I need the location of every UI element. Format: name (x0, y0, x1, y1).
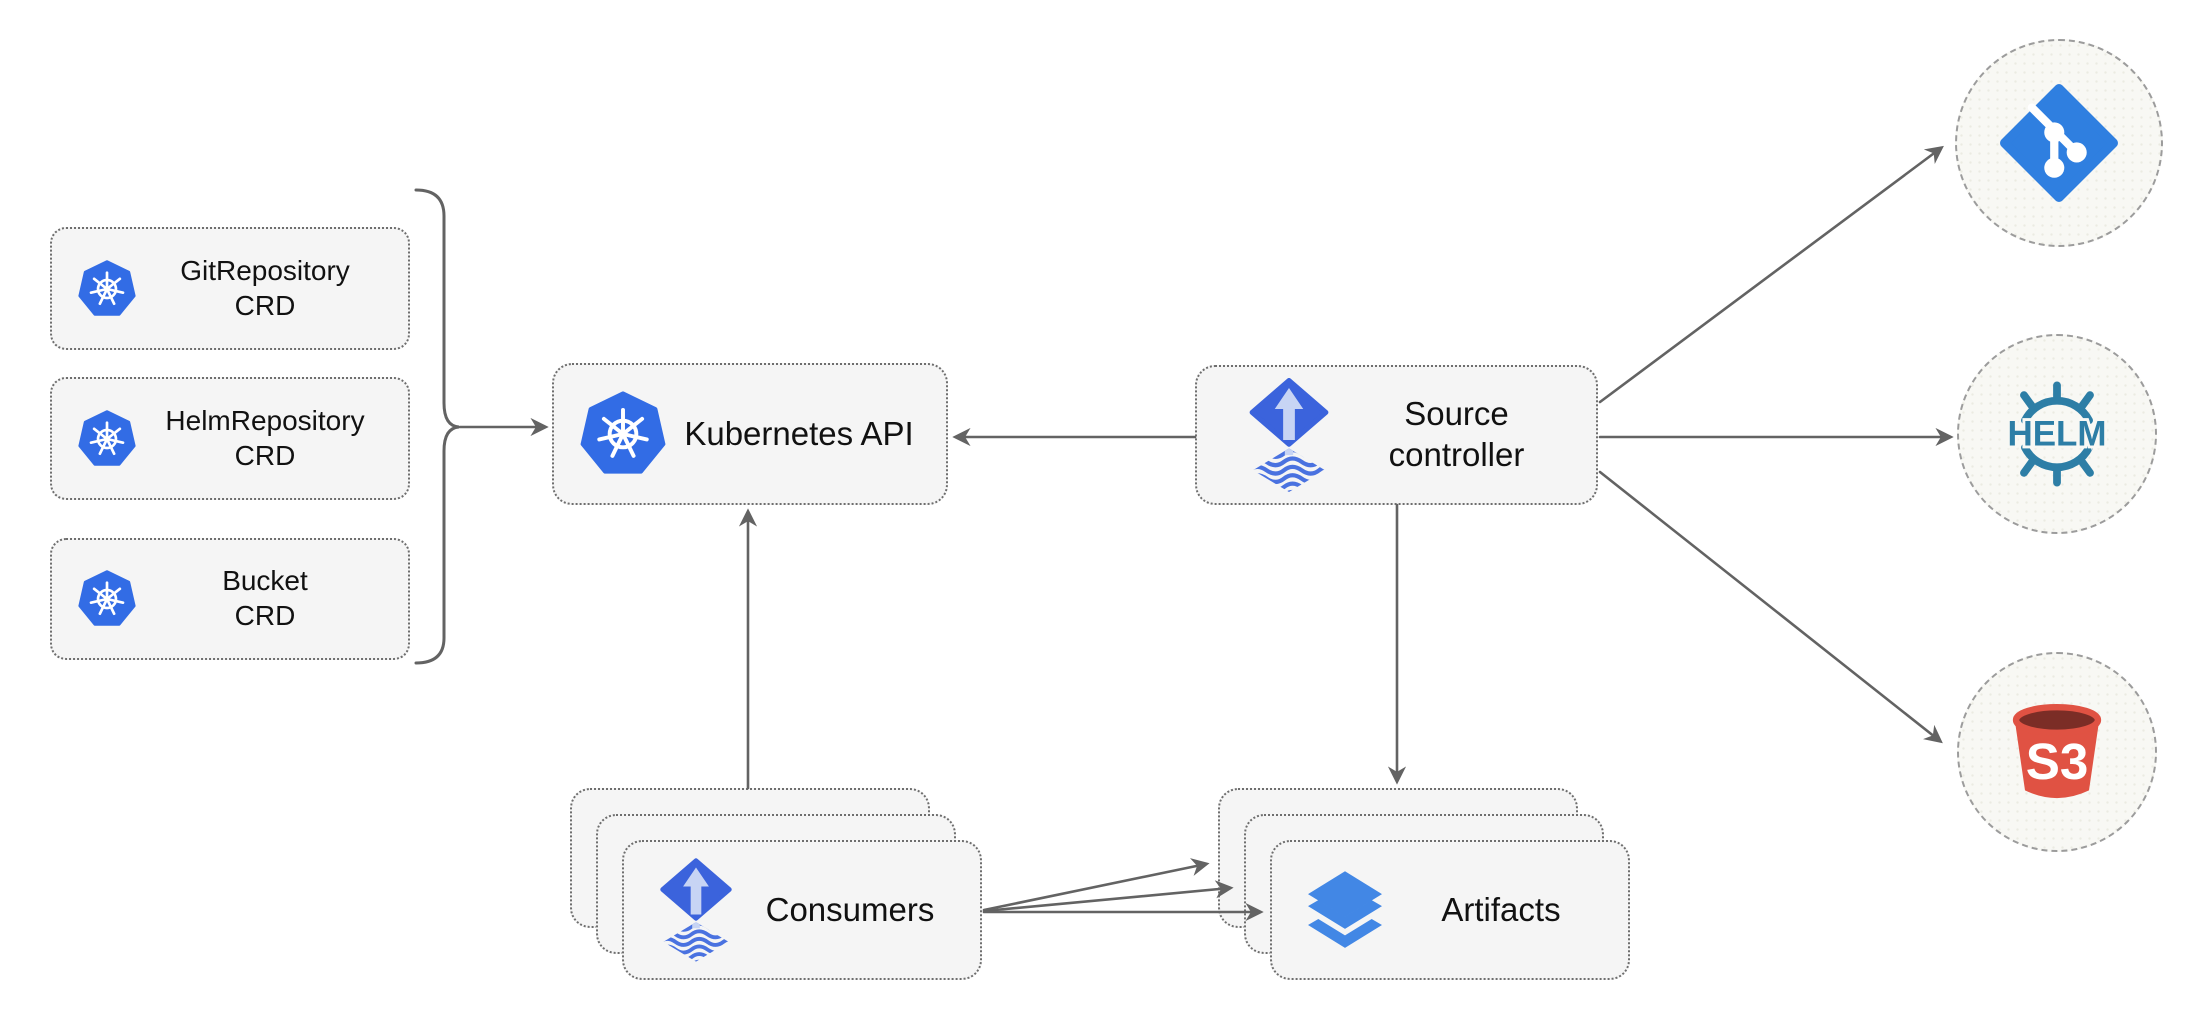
circle-s3-source: S3 (1957, 652, 2157, 852)
circle-helm-source: HELM (1957, 334, 2157, 534)
s3-bucket-icon: S3 (2012, 704, 2102, 799)
arrow-source-controller-to-s3 (1598, 470, 1943, 744)
node-title: Artifacts (1441, 890, 1561, 928)
node-gitrepository-crd: GitRepository CRD (50, 227, 410, 350)
node-consumers: Consumers (622, 840, 982, 980)
kubernetes-icon (78, 410, 136, 468)
node-title: GitRepository (180, 254, 350, 286)
node-helmrepository-crd: HelmRepository CRD (50, 377, 410, 500)
kubernetes-icon (580, 391, 666, 477)
kubernetes-icon (78, 260, 136, 318)
node-title: Source (1404, 395, 1509, 433)
node-subtitle: CRD (234, 289, 296, 321)
node-artifacts: Artifacts (1270, 840, 1630, 980)
git-icon (2000, 84, 2118, 202)
helm-logo-text: HELM (2007, 415, 2106, 454)
node-label: GitRepository CRD (136, 254, 408, 323)
node-subtitle: CRD (234, 600, 296, 631)
node-label: Artifacts (1388, 890, 1628, 931)
node-bucket-crd: Bucket CRD (50, 538, 410, 660)
node-title: Bucket (222, 565, 308, 597)
node-title: Consumers (765, 890, 935, 928)
node-title: Kubernetes API (684, 414, 914, 452)
s3-logo-text: S3 (2026, 733, 2089, 790)
node-kubernetes-api: Kubernetes API (552, 363, 948, 505)
helm-icon: HELM (2005, 381, 2109, 487)
node-title: HelmRepository (165, 404, 365, 436)
kubernetes-icon (78, 570, 136, 628)
node-label: Kubernetes API (666, 414, 946, 455)
flux-source-controller-icon (1247, 378, 1331, 492)
crd-group-bracket (414, 188, 460, 665)
node-label: Bucket CRD (136, 564, 408, 633)
circle-git-source (1955, 39, 2163, 247)
node-label: HelmRepository CRD (136, 404, 408, 473)
node-subtitle: CRD (234, 439, 296, 471)
node-subtitle: controller (1388, 436, 1525, 473)
arrow-source-controller-to-git (1598, 145, 1944, 404)
arrow-consumers-to-artifacts-back (982, 858, 1210, 912)
node-label: Source controller (1331, 394, 1596, 476)
arrow-consumers-to-artifacts-middle (982, 880, 1234, 913)
node-source-controller: Source controller (1195, 365, 1598, 505)
node-label: Consumers (734, 890, 980, 931)
flux-consumers-icon (658, 858, 734, 962)
layers-artifacts-icon (1302, 867, 1388, 953)
